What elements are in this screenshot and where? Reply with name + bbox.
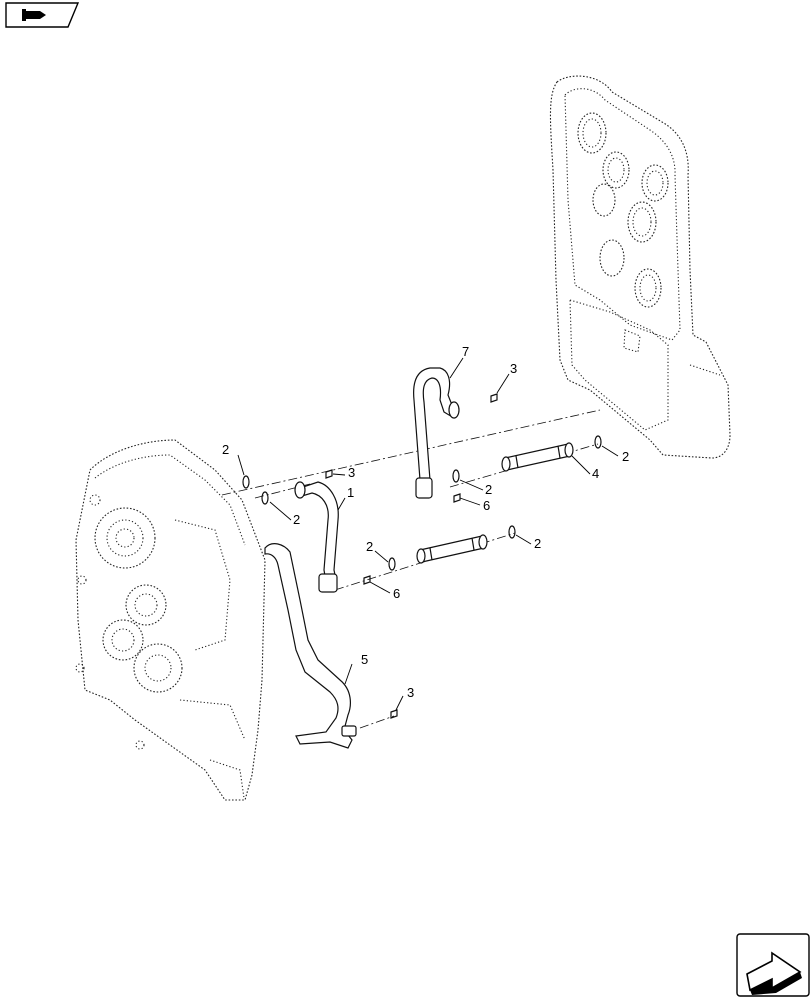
callout-2: 2 — [622, 449, 629, 464]
bolts — [325, 393, 498, 719]
callout-3: 3 — [348, 465, 355, 480]
part-7-pipe — [413, 367, 460, 499]
callout-1: 1 — [347, 485, 354, 500]
callout-4: 4 — [592, 466, 599, 481]
callout-2: 2 — [366, 539, 373, 554]
next-page-arrow-icon[interactable] — [736, 933, 810, 997]
part-5-hose — [264, 543, 357, 749]
callout-2: 2 — [293, 512, 300, 527]
part-1-pipe — [294, 481, 339, 593]
part-4-tube — [501, 442, 574, 472]
front-housing — [75, 439, 266, 801]
callout-6: 6 — [483, 498, 490, 513]
part-2-o-rings — [242, 435, 602, 571]
callout-6: 6 — [393, 586, 400, 601]
callout-3: 3 — [407, 685, 414, 700]
callout-2: 2 — [534, 536, 541, 551]
callout-7: 7 — [462, 344, 469, 359]
lower-tube — [416, 534, 488, 564]
callout-2: 2 — [222, 442, 229, 457]
callout-3: 3 — [510, 361, 517, 376]
callout-leaders — [237, 357, 619, 711]
callout-labels: 1 2 2 2 2 2 2 3 3 3 4 5 6 6 7 — [222, 344, 629, 700]
callout-5: 5 — [361, 652, 368, 667]
callout-2: 2 — [485, 482, 492, 497]
rear-housing-plate — [549, 75, 731, 459]
book-navigation-icon[interactable] — [5, 2, 80, 28]
